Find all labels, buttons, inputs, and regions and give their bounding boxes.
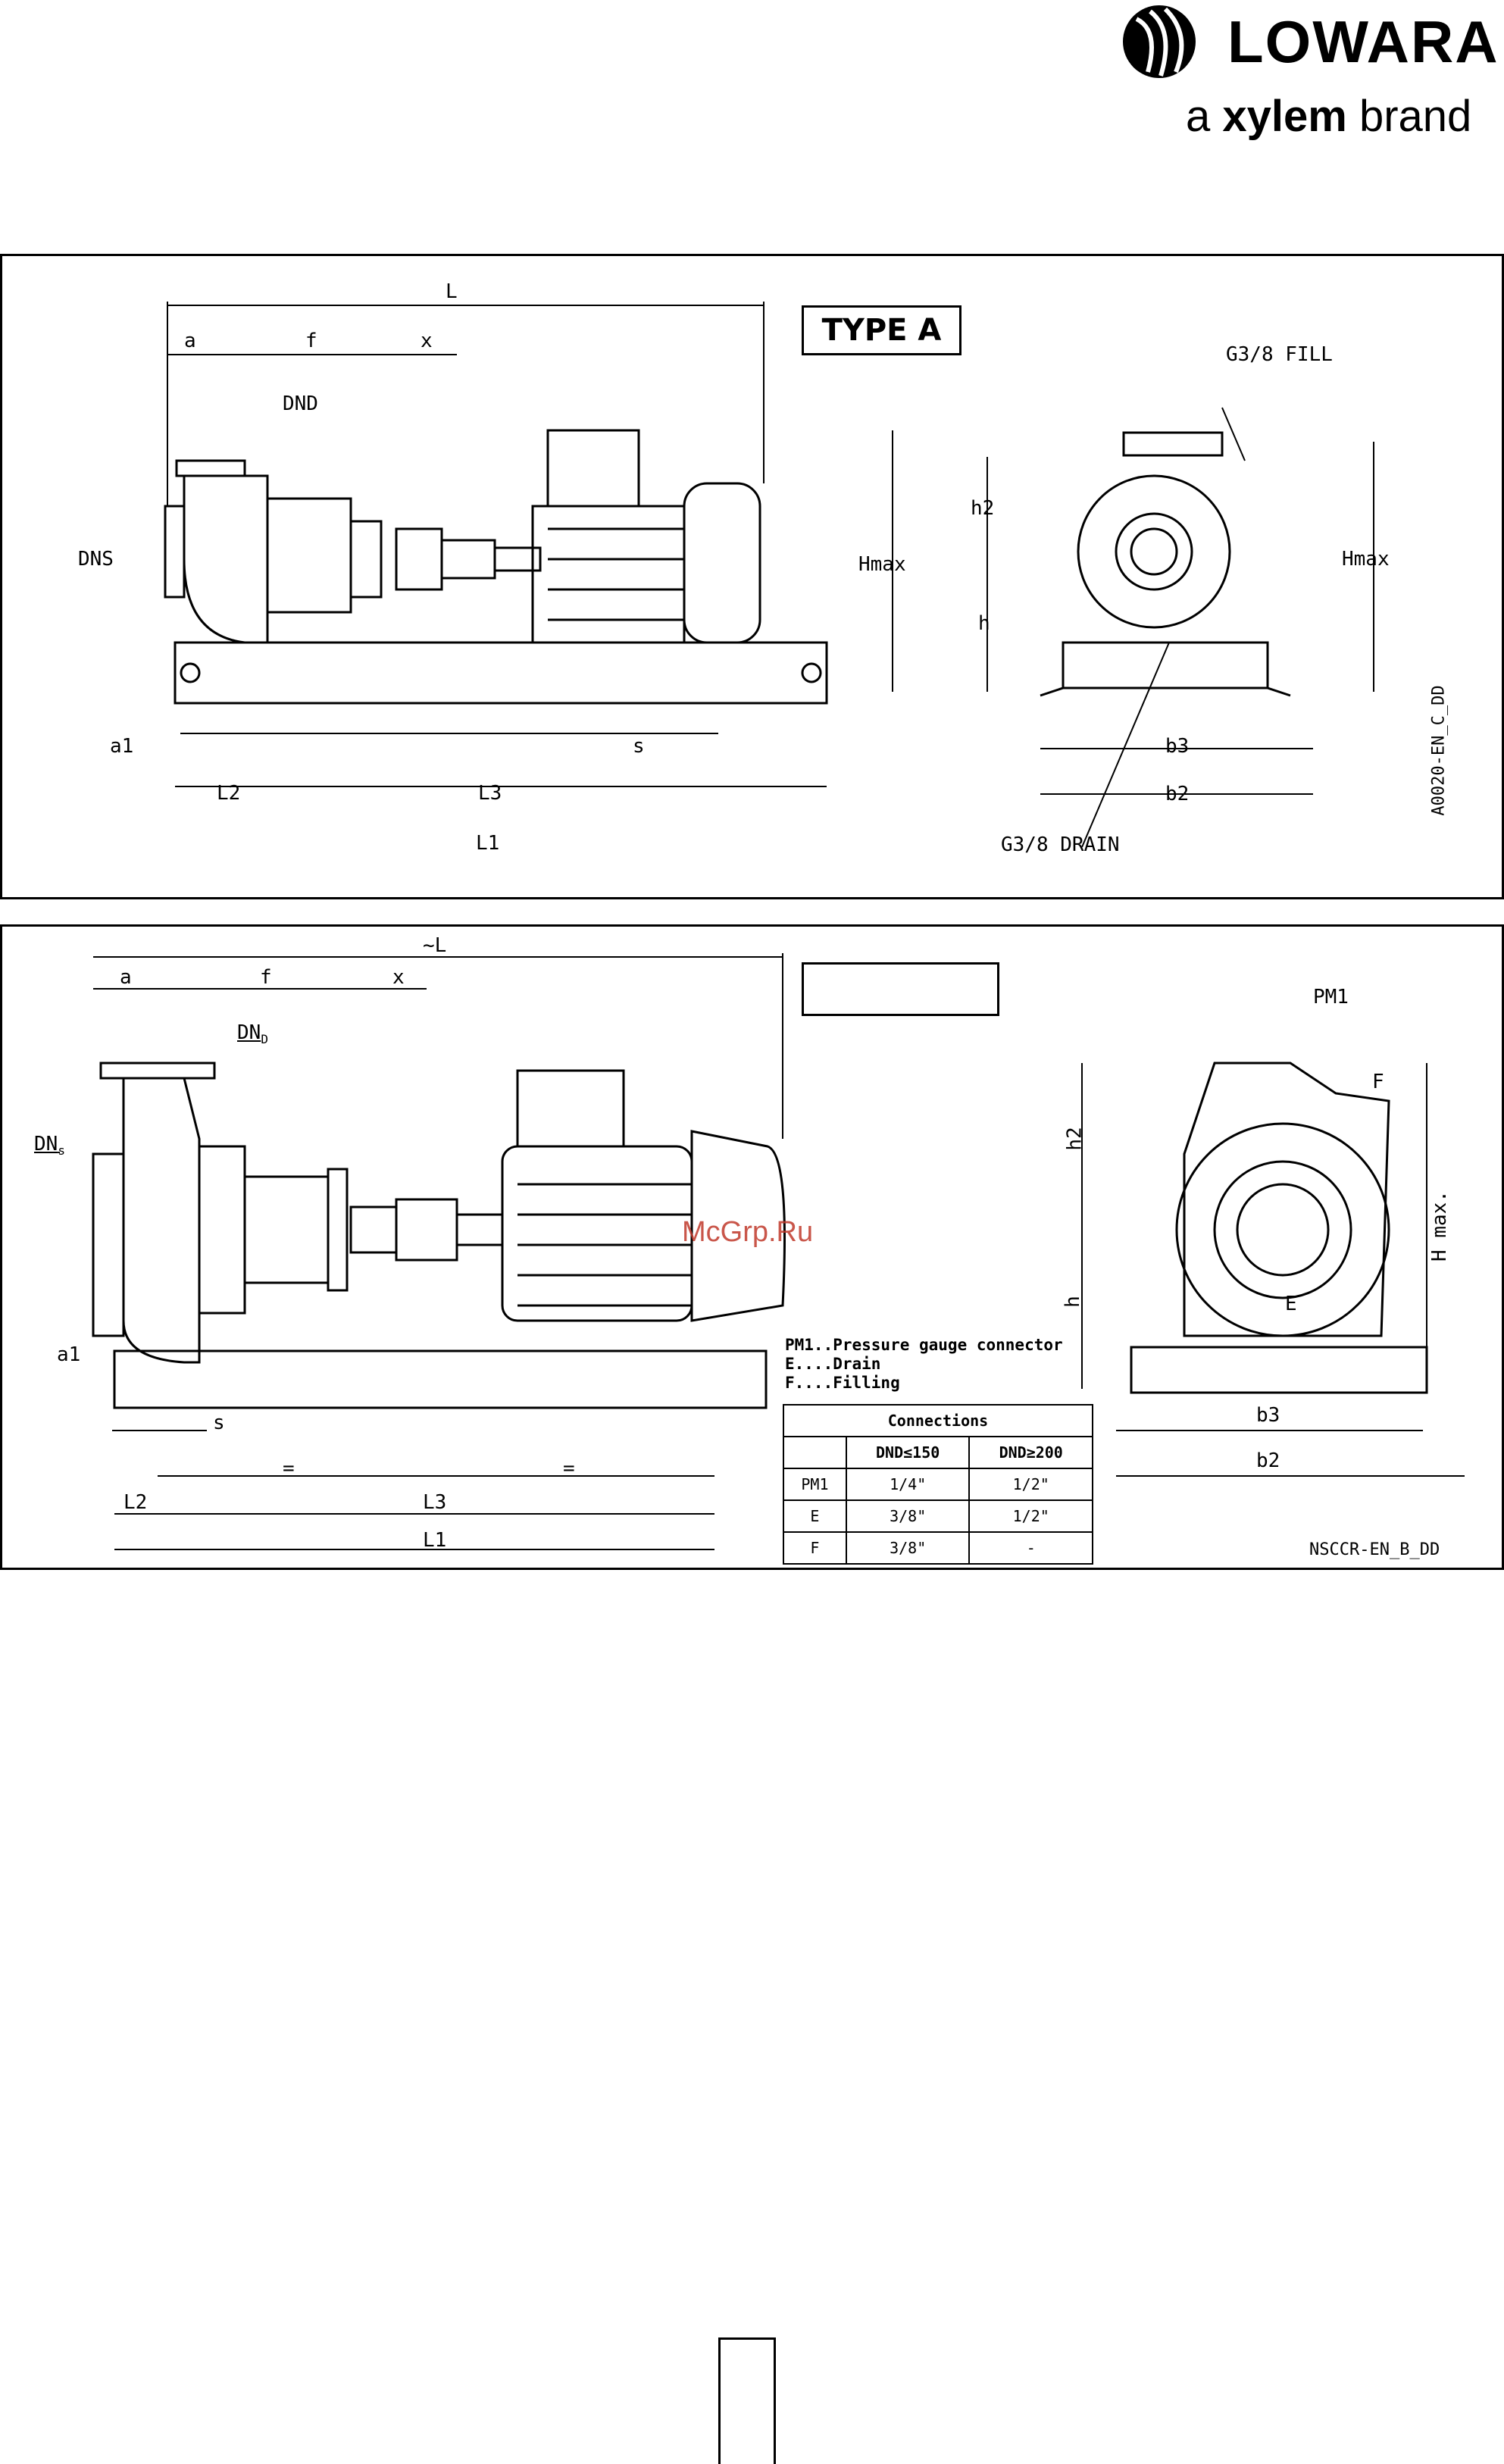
cell: 3/8" bbox=[845, 1531, 971, 1565]
cell: 1/2" bbox=[968, 1499, 1093, 1533]
type-b-drawing-panel: ~L a f x DND DNs a1 s = = L2 L3 L1 PM1 F… bbox=[0, 924, 1504, 1570]
dim-DNS: DNS bbox=[78, 548, 114, 571]
dim-a: a bbox=[184, 330, 196, 352]
dim-DND: DND bbox=[283, 392, 318, 415]
connections-title: Connections bbox=[783, 1404, 1093, 1437]
drawing-code: NSCCR-EN_B_DD bbox=[1309, 1540, 1440, 1559]
dim-x: x bbox=[421, 330, 433, 352]
dim-s: s bbox=[213, 1412, 225, 1434]
cell: E bbox=[783, 1499, 847, 1533]
dim-h2: h2 bbox=[1063, 1127, 1087, 1151]
f-label: F bbox=[1372, 1071, 1384, 1093]
col-header-1: DND≤150 bbox=[845, 1436, 971, 1469]
dim-f: f bbox=[305, 330, 317, 352]
type-label-empty bbox=[802, 962, 999, 1016]
cell: - bbox=[968, 1531, 1093, 1565]
legend-e: E....Drain bbox=[785, 1355, 881, 1373]
dim-eq1: = bbox=[283, 1457, 295, 1480]
dim-Hmax: H max. bbox=[1427, 1190, 1451, 1262]
cell: PM1 bbox=[783, 1468, 847, 1501]
dim-L3: L3 bbox=[423, 1491, 447, 1514]
dim-DND: DND bbox=[237, 1021, 268, 1047]
connections-table: Connections DND≤150 DND≥200 PM1 1/4" 1/2… bbox=[783, 1404, 1093, 1565]
dim-DNS: DNs bbox=[34, 1133, 65, 1159]
dim-a1: a1 bbox=[57, 1343, 81, 1366]
dim-b3: b3 bbox=[1256, 1404, 1280, 1427]
type-b-pump-drawing bbox=[92, 953, 1465, 1550]
table-row: E 3/8" 1/2" bbox=[783, 1499, 1093, 1533]
legend-f: F....Filling bbox=[785, 1374, 900, 1392]
cell: 1/2" bbox=[968, 1468, 1093, 1501]
lowara-swirl-icon bbox=[1123, 5, 1196, 78]
legend-pm1: PM1..Pressure gauge connector bbox=[785, 1336, 1063, 1354]
dim-f: f bbox=[260, 966, 272, 989]
drawing-code: A0020-EN_C_DD bbox=[1429, 685, 1449, 816]
col-header-2: DND≥200 bbox=[968, 1436, 1093, 1469]
dim-b2: b2 bbox=[1256, 1449, 1280, 1472]
fill-label: G3/8 FILL bbox=[1226, 343, 1333, 366]
col-header-0 bbox=[783, 1436, 847, 1469]
dim-a1: a1 bbox=[110, 735, 134, 758]
cell: F bbox=[783, 1531, 847, 1565]
brand-name: LOWARA bbox=[1227, 8, 1499, 75]
table-row: F 3/8" - bbox=[783, 1531, 1093, 1565]
dim-eq2: = bbox=[563, 1457, 575, 1480]
drain-label: G3/8 DRAIN bbox=[1001, 833, 1120, 856]
dim-L3: L3 bbox=[478, 782, 502, 805]
lowara-logo: LOWARA a xylem brand bbox=[1106, 0, 1504, 159]
table-row: PM1 1/4" 1/2" bbox=[783, 1468, 1093, 1501]
brand-tagline: a xylem brand bbox=[1186, 92, 1472, 141]
dim-h2: h2 bbox=[971, 497, 995, 520]
watermark: McGrp.Ru bbox=[682, 1216, 814, 1248]
dim-L2: L2 bbox=[217, 782, 241, 805]
dim-s: s bbox=[633, 735, 645, 758]
page-number-box bbox=[718, 2337, 776, 2464]
cell: 1/4" bbox=[845, 1468, 971, 1501]
dim-Hmax-left: Hmax bbox=[858, 553, 906, 576]
dim-Hmax-right: Hmax bbox=[1342, 548, 1390, 571]
legend: PM1..Pressure gauge connector E....Drain… bbox=[785, 1336, 1063, 1393]
dim-h: h bbox=[978, 612, 990, 635]
type-label: TYPE A bbox=[802, 305, 961, 355]
dim-b3: b3 bbox=[1165, 735, 1190, 758]
dim-b2: b2 bbox=[1165, 783, 1190, 805]
pm1-label: PM1 bbox=[1313, 986, 1349, 1008]
type-a-pump-drawing bbox=[164, 302, 1374, 848]
dim-L1: L1 bbox=[423, 1529, 447, 1552]
dim-L: L bbox=[446, 280, 458, 303]
dim-L1: L1 bbox=[476, 832, 500, 855]
e-label: E bbox=[1285, 1293, 1297, 1315]
type-a-drawing-panel: TYPE A L a f x DND DNS Hmax Hmax h2 h a1… bbox=[0, 254, 1504, 899]
dim-a: a bbox=[120, 966, 132, 989]
cell: 3/8" bbox=[845, 1499, 971, 1533]
dim-x: x bbox=[392, 966, 405, 989]
dim-h: h bbox=[1061, 1296, 1084, 1308]
dim-L: ~L bbox=[423, 934, 447, 957]
dim-L2: L2 bbox=[124, 1491, 148, 1514]
